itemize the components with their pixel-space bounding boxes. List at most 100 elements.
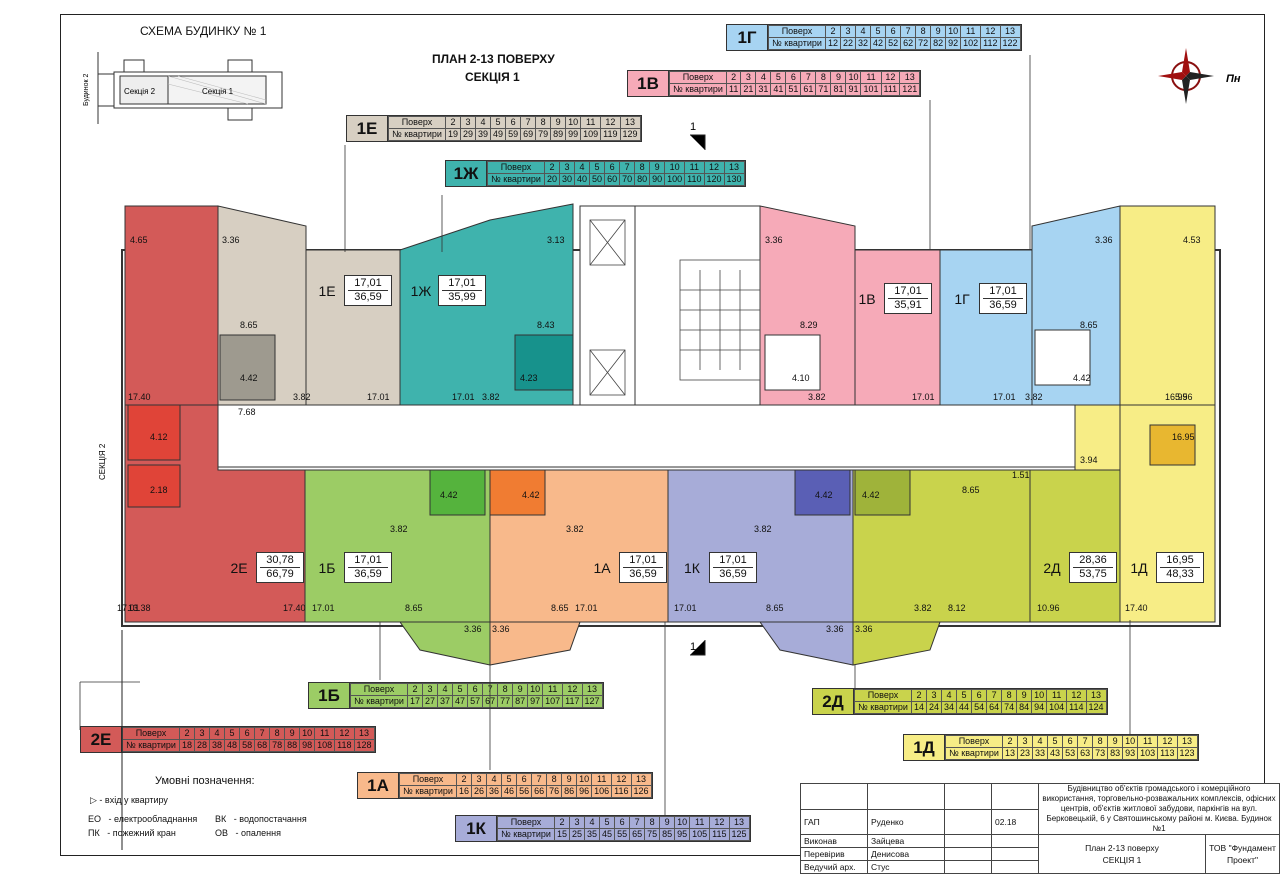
apt-number-cell: 41: [770, 83, 787, 96]
apt-number-cell: 54: [971, 701, 988, 714]
apt-header: № квартири: [399, 785, 457, 798]
apt-number-cell: 79: [535, 128, 552, 141]
floor-cell: 7: [1077, 735, 1094, 748]
floor-cell: 2: [455, 773, 473, 786]
floor-cell: 11: [1046, 689, 1068, 702]
apt-number-cell: 76: [546, 785, 563, 798]
apt-number-cell: 82: [930, 37, 947, 50]
apt-number-cell: 129: [619, 128, 641, 141]
floor-cell: 2: [1001, 735, 1019, 748]
floor-cell: 7: [800, 71, 817, 84]
apt-number-cell: 118: [334, 739, 355, 752]
room-area-label: 4.42: [815, 490, 833, 500]
apt-number-cell: 55: [614, 828, 631, 841]
apt-number-cell: 127: [581, 695, 603, 708]
floor-cell: 10: [299, 727, 316, 740]
apt-number-cell: 48: [224, 739, 241, 752]
apt-number-cell: 108: [314, 739, 336, 752]
living-area: 17,01: [348, 554, 388, 568]
apt-number-cell: 109: [580, 128, 602, 141]
apt-number-cell: 71: [815, 83, 832, 96]
floor-cell: 10: [674, 816, 691, 829]
apt-number-cell: 78: [269, 739, 286, 752]
room-area-label: 16.95: [1172, 432, 1195, 442]
floor-cell: 7: [986, 689, 1003, 702]
floor-cell: 10: [576, 773, 593, 786]
floor-cell: 12: [611, 773, 632, 786]
apt-number-cell: 70: [619, 173, 636, 186]
total-area: 36,59: [629, 568, 657, 580]
room-area-label: 17.01: [312, 603, 335, 613]
apt-number-cell: 73: [1092, 747, 1109, 760]
apt-number-cell: 11: [725, 83, 742, 96]
floor-cell: 9: [512, 683, 529, 696]
floor-cell: 10: [664, 161, 686, 174]
floor-cell: 11: [1137, 735, 1159, 748]
floor-cell: 11: [580, 116, 602, 129]
room-area-label: 3.82: [914, 603, 932, 613]
apt-number-cell: 59: [505, 128, 522, 141]
room-area-label: 1.51: [1012, 470, 1030, 480]
floor-cell: 3: [569, 816, 586, 829]
plan-title-2: СЕКЦІЯ 1: [465, 70, 520, 84]
floor-cell: 5: [1047, 735, 1064, 748]
floor-cell: 3: [926, 689, 943, 702]
apt-header: № квартири: [122, 739, 180, 752]
apt-number-cell: 51: [785, 83, 802, 96]
room-area-label: 3.36: [492, 624, 510, 634]
floor-header: Поверх: [768, 25, 826, 38]
room-area-label: 17.01: [912, 392, 935, 402]
project-description: Будівництво об'єктів громадського і коме…: [1038, 783, 1280, 835]
room-area-label: 4.42: [1073, 373, 1091, 383]
scheme-section1: Секція 1: [202, 87, 234, 96]
room-area-label: 3.82: [293, 392, 311, 402]
floor-cell: 7: [900, 25, 917, 38]
apt-number-cell: 107: [542, 695, 564, 708]
floor-cell: 8: [644, 816, 661, 829]
floor-cell: 4: [437, 683, 454, 696]
floor-cell: 6: [604, 161, 621, 174]
apt-number-cell: 122: [999, 37, 1021, 50]
floor-cell: 2: [910, 689, 928, 702]
floor-cell: 12: [600, 116, 621, 129]
apt-number-cell: 126: [630, 785, 652, 798]
floor-cell: 5: [956, 689, 973, 702]
room-area-label: 17.40: [1125, 603, 1148, 613]
room-area-label: 16.95: [1165, 392, 1188, 402]
room-area-label: 8.29: [800, 320, 818, 330]
apt-number-cell: 15: [553, 828, 571, 841]
room-area-label: 17.01: [117, 603, 140, 613]
floor-cell: 11: [960, 25, 982, 38]
living-area: 17,01: [888, 285, 928, 299]
apt-number-cell: 90: [649, 173, 666, 186]
apartment-id: 1Ж: [446, 161, 487, 186]
floor-cell: 5: [589, 161, 606, 174]
room-area-label: 3.36: [222, 235, 240, 245]
apt-number-cell: 31: [755, 83, 772, 96]
unit-id: 1К: [684, 559, 700, 576]
floor-cell: 13: [728, 816, 750, 829]
floor-cell: 10: [565, 116, 582, 129]
floor-cell: 7: [619, 161, 636, 174]
floor-header: Поверх: [497, 816, 555, 829]
room-area-label: 4.23: [520, 373, 538, 383]
apartment-id: 1Д: [904, 735, 945, 760]
apt-header: № квартири: [854, 701, 912, 714]
apt-number-cell: 100: [664, 173, 686, 186]
total-area: 66,79: [266, 568, 294, 580]
room-area-label: 4.42: [240, 373, 258, 383]
legend-ov: ОВ - опалення: [215, 828, 281, 838]
room-area-label: 8.65: [405, 603, 423, 613]
apt-number-cell: 89: [550, 128, 567, 141]
floor-cell: 13: [630, 773, 652, 786]
floor-header: Поверх: [487, 161, 545, 174]
apt-number-cell: 111: [880, 83, 901, 96]
floor-cell: 13: [1176, 735, 1198, 748]
apt-number-cell: 104: [1046, 701, 1068, 714]
apt-number-cell: 58: [239, 739, 256, 752]
apt-number-cell: 46: [501, 785, 518, 798]
floor-cell: 10: [1122, 735, 1139, 748]
room-area-label: 8.65: [766, 603, 784, 613]
apartment-id: 1В: [628, 71, 669, 96]
